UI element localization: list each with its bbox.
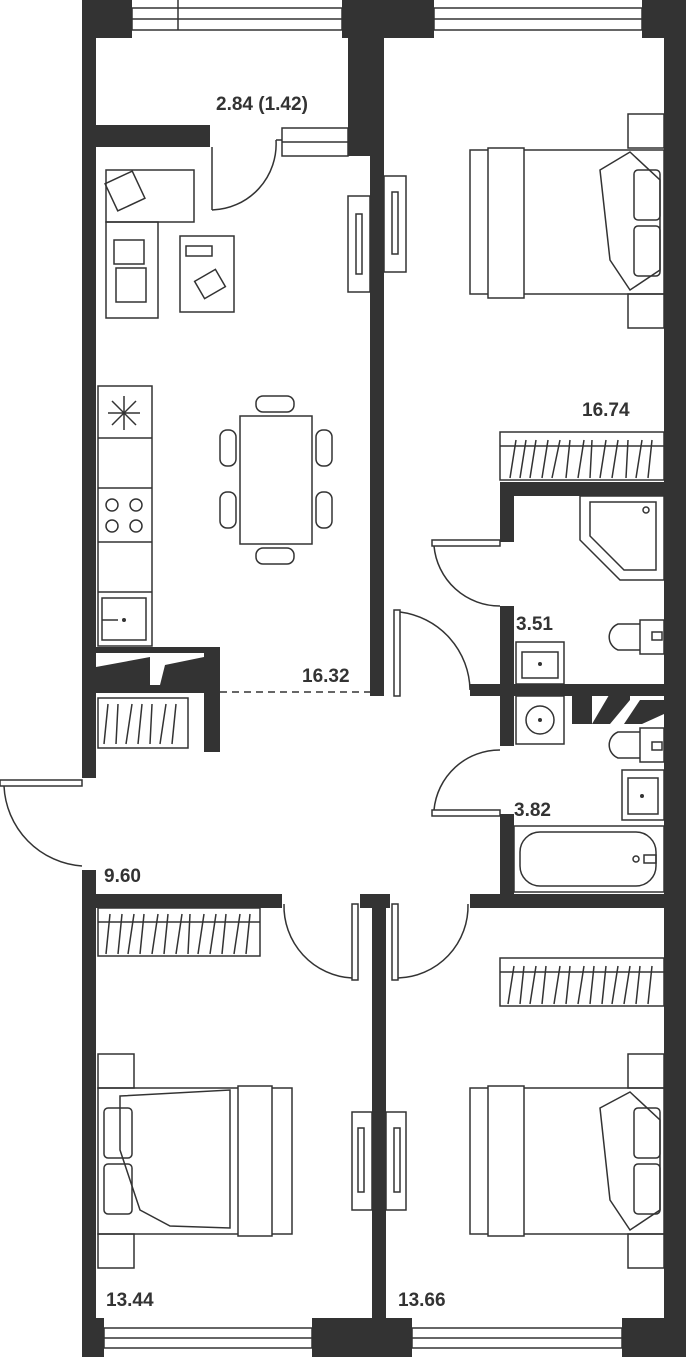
wall-bath-bottom — [470, 894, 686, 908]
wall-bath-shard-2 — [624, 700, 664, 724]
wall-niche-base — [96, 685, 220, 693]
door-leaf-entrance — [0, 779, 83, 787]
wall-unit-bedroom-bottom-right — [385, 1111, 407, 1211]
door-leaf-bath-upper — [431, 539, 501, 547]
wardrobe-bedroom-bottom-left — [97, 907, 261, 957]
area-label-balcony: 2.84 (1.42) — [216, 94, 308, 115]
wall-bottom-right-block — [622, 1318, 686, 1357]
tv-remote — [185, 245, 213, 257]
wall-unit-bedroom-bottom-left — [351, 1111, 373, 1211]
sink-lower — [621, 769, 665, 821]
area-label-hallway: 9.60 — [104, 866, 141, 887]
fridge-snowflake-icon — [108, 396, 140, 430]
shower-tray — [579, 495, 665, 581]
wardrobe-bedroom-bottom-right — [499, 957, 665, 1007]
door-leaf-bedroom-bottom-right — [391, 903, 399, 981]
doors — [0, 139, 501, 981]
kitchen-counter — [97, 385, 153, 647]
wall-kitchen-niche-right — [204, 647, 220, 752]
area-label-bedroom-bottom-left: 13.44 — [106, 1290, 154, 1311]
bathroom-fixtures — [513, 495, 665, 893]
wall-unit-bedroom-top — [383, 175, 407, 273]
kitchen-furniture — [97, 169, 371, 647]
wall-balcony-right — [348, 28, 384, 156]
sink-upper — [515, 641, 565, 685]
wall-bottom-mid-block — [312, 1318, 412, 1357]
wall-kitchen-bedroom — [370, 150, 384, 696]
dining-chairs — [219, 395, 333, 565]
coffee-table — [179, 235, 235, 313]
wall-bath-divider-block — [572, 684, 592, 724]
wall-bedroom-left-top — [82, 894, 282, 908]
area-label-bedroom-bottom-right: 13.66 — [398, 1290, 446, 1311]
wall-balcony-left — [82, 0, 96, 125]
windows — [103, 0, 643, 1349]
wall-right-exterior — [664, 28, 686, 1328]
sofa — [104, 169, 195, 319]
bed-top-right — [469, 147, 665, 299]
wardrobe-hallway — [97, 697, 189, 749]
stove-icon — [105, 498, 143, 533]
toilet-lower — [608, 727, 665, 763]
bedroom-top-furniture — [383, 113, 665, 329]
wall-niche-block-2 — [160, 657, 204, 685]
wall-left-exterior-lower — [82, 870, 96, 1330]
washing-machine — [515, 695, 565, 745]
wall-bath-left-mid — [500, 606, 514, 746]
bathtub — [513, 825, 665, 893]
wall-bath-shard-1 — [592, 690, 630, 724]
dining-table — [239, 415, 313, 545]
wall-bottom-left-block — [82, 1318, 104, 1357]
door-leaf-bath-lower — [431, 809, 501, 817]
kitchen-sink — [101, 597, 147, 641]
area-label-bathroom-lower: 3.82 — [514, 800, 551, 821]
area-label-bedroom-top-right: 16.74 — [582, 400, 630, 421]
bedroom-bottom-left-furniture — [97, 1053, 373, 1269]
wall-bedroom-divider — [372, 894, 386, 1328]
bed-bottom-right — [469, 1085, 665, 1237]
wall-bath-left-top — [500, 482, 514, 542]
door-leaf-bedroom-top — [393, 609, 401, 697]
wall-kitchen-niche-top — [96, 647, 220, 653]
bedroom-bottom-right-furniture — [385, 1053, 665, 1269]
wardrobes — [97, 431, 665, 1007]
walls — [82, 0, 686, 1357]
toilet-upper — [608, 619, 665, 655]
wall-bath-left-bottom — [500, 814, 514, 908]
wall-bath-top — [500, 482, 686, 496]
area-label-bathroom-upper: 3.51 — [516, 614, 553, 635]
wall-radiator-kitchen — [347, 195, 371, 293]
door-leaf-bedroom-bottom-left — [351, 903, 359, 981]
book-icon — [193, 268, 227, 300]
wall-left-exterior-upper — [82, 125, 96, 778]
area-labels: 2.84 (1.42) 16.74 16.32 3.51 3.82 9.60 1… — [104, 94, 630, 1311]
wardrobe-bedroom-top — [499, 431, 665, 481]
bed-bottom-left — [97, 1085, 293, 1237]
wall-kitchen-top — [82, 125, 210, 147]
area-label-kitchen-living: 16.32 — [302, 666, 350, 687]
wall-niche-block-1 — [96, 657, 150, 685]
